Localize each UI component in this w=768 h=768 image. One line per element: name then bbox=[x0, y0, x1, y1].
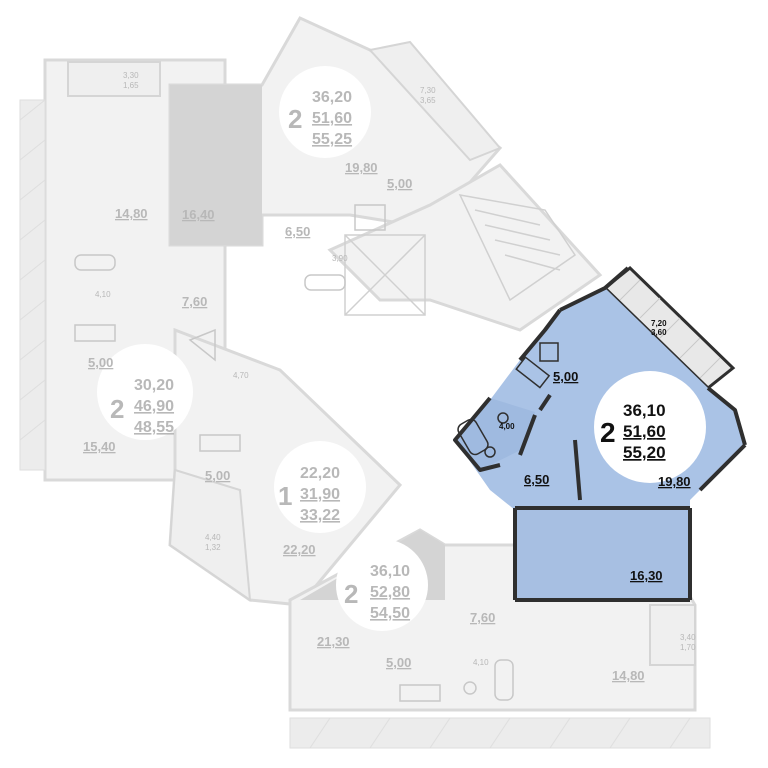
selected-hall-label: 6,50 bbox=[524, 472, 549, 487]
bath-label: 4,70 bbox=[233, 371, 249, 380]
balcony-full: 3,40 bbox=[680, 633, 696, 642]
selected-bedroom bbox=[515, 508, 690, 600]
balcony-reduced: 3,65 bbox=[420, 96, 436, 105]
selected-living-area-value: 36,10 bbox=[623, 401, 666, 420]
room-label: 22,20 bbox=[283, 542, 316, 557]
room-label: 14,80 bbox=[115, 206, 148, 221]
total-area: 51,60 bbox=[312, 110, 352, 127]
selected-bedroom-label: 16,30 bbox=[630, 568, 663, 583]
balcony-reduced: 1,70 bbox=[680, 643, 696, 652]
apartment-top[interactable]: 2 36,20 51,60 55,25 19,80 5,00 16,40 6,5… bbox=[182, 86, 436, 263]
apartment-center[interactable]: 1 22,20 31,90 33,22 5,00 22,20 4,70 4,40… bbox=[205, 371, 340, 557]
badges bbox=[97, 66, 706, 631]
selected-bathroom-label: 4,00 bbox=[499, 422, 515, 431]
living-area: 22,20 bbox=[300, 465, 340, 482]
selected-balcony-hatch bbox=[619, 279, 721, 379]
ghost-balconies bbox=[67, 40, 696, 666]
ghost-stairs bbox=[344, 194, 577, 316]
living-area: 36,20 bbox=[312, 89, 352, 106]
ghost-fixtures bbox=[74, 204, 514, 702]
selected-living-room-label: 19,80 bbox=[658, 474, 691, 489]
balcony-reduced: 1,32 bbox=[205, 543, 221, 552]
selected-rooms-count: 2 bbox=[600, 417, 616, 448]
selected-balcony-reduced: 3,60 bbox=[651, 328, 667, 337]
room-label: 7,60 bbox=[182, 294, 207, 309]
hatched-walls bbox=[19, 99, 711, 749]
balcony-full: 4,40 bbox=[205, 533, 221, 542]
selected-fixtures bbox=[457, 342, 559, 458]
apartment-left[interactable]: 2 30,20 46,90 48,55 14,80 7,60 5,00 15,4… bbox=[83, 71, 207, 454]
room-label: 14,80 bbox=[612, 668, 645, 683]
rooms-count: 2 bbox=[288, 104, 302, 134]
rooms-count: 1 bbox=[278, 481, 292, 511]
total-area: 52,80 bbox=[370, 584, 410, 601]
room-label: 21,30 bbox=[317, 634, 350, 649]
room-label: 5,00 bbox=[205, 468, 230, 483]
area-with-balcony: 54,50 bbox=[370, 605, 410, 622]
selected-balcony-full: 7,20 bbox=[651, 319, 667, 328]
area-with-balcony: 33,22 bbox=[300, 507, 340, 524]
balcony-full: 7,30 bbox=[420, 86, 436, 95]
total-area: 31,90 bbox=[300, 486, 340, 503]
area-with-balcony: 55,25 bbox=[312, 131, 352, 148]
living-area: 30,20 bbox=[134, 377, 174, 394]
selected-total-area-value: 51,60 bbox=[623, 422, 666, 441]
living-area: 36,10 bbox=[370, 563, 410, 580]
rooms-count: 2 bbox=[344, 579, 358, 609]
bath-label: 4,10 bbox=[473, 658, 489, 667]
room-label: 7,60 bbox=[470, 610, 495, 625]
room-label: 5,00 bbox=[387, 176, 412, 191]
room-label: 5,00 bbox=[386, 655, 411, 670]
balcony-full: 3,30 bbox=[123, 71, 139, 80]
room-label: 15,40 bbox=[83, 439, 116, 454]
selected-area-with-balcony-value: 55,20 bbox=[623, 443, 666, 462]
total-area: 46,90 bbox=[134, 398, 174, 415]
room-label: 16,40 bbox=[182, 207, 215, 222]
room-label: 19,80 bbox=[345, 160, 378, 175]
selected-walls bbox=[453, 266, 747, 602]
room-label: 5,00 bbox=[88, 355, 113, 370]
bath-label: 3,90 bbox=[332, 254, 348, 263]
apartment-bottom[interactable]: 2 36,10 52,80 54,50 7,60 21,30 5,00 14,8… bbox=[317, 563, 696, 683]
balcony-reduced: 1,65 bbox=[123, 81, 139, 90]
room-label: 6,50 bbox=[285, 224, 310, 239]
selected-labels: 2 36,10 51,60 55,20 5,00 4,00 6,50 19,80… bbox=[499, 319, 691, 583]
rooms-count: 2 bbox=[110, 394, 124, 424]
area-with-balcony: 48,55 bbox=[134, 419, 174, 436]
selected-kitchen-label: 5,00 bbox=[553, 369, 578, 384]
bath-label: 4,10 bbox=[95, 290, 111, 299]
